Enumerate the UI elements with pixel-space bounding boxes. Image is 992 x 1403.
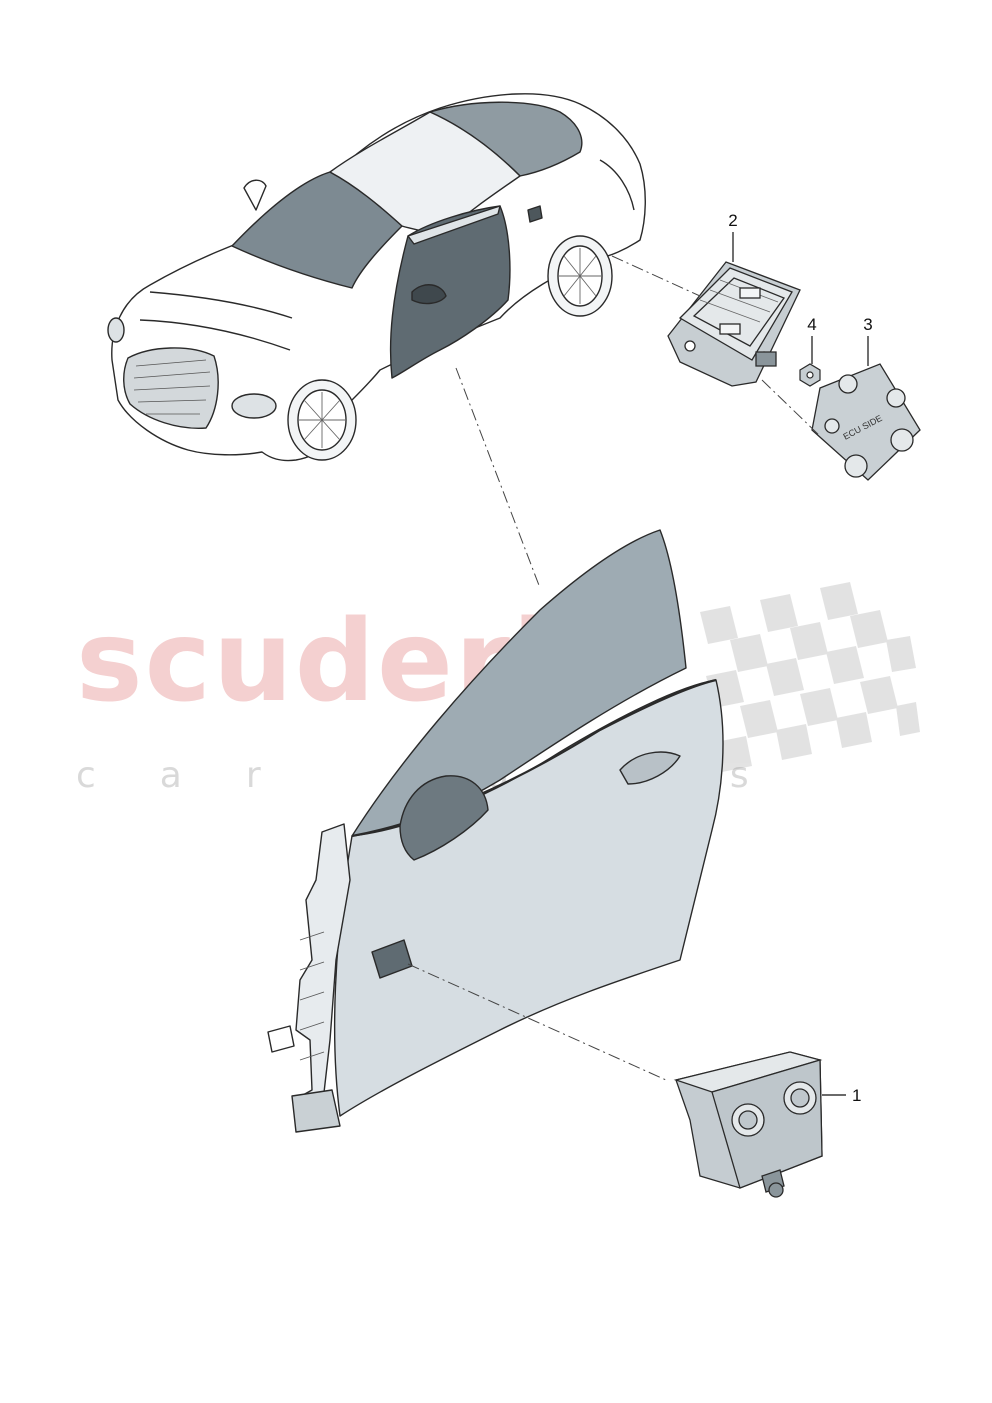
door-illustration bbox=[267, 529, 724, 1133]
reference-lines bbox=[407, 255, 821, 1081]
part-control-unit-2 bbox=[667, 261, 801, 387]
callout-1: 1 bbox=[852, 1086, 861, 1105]
watermark-checker-flag bbox=[700, 582, 920, 772]
car-illustration bbox=[107, 93, 646, 462]
part-bracket-3: ECU SIDE bbox=[811, 363, 921, 481]
part-door-control-unit-1 bbox=[673, 1051, 823, 1198]
callout-2: 2 bbox=[728, 211, 737, 230]
callout-4: 4 bbox=[807, 315, 816, 334]
callout-leaders bbox=[732, 232, 869, 1096]
callout-3: 3 bbox=[863, 315, 872, 334]
part-nut-4 bbox=[799, 363, 821, 387]
